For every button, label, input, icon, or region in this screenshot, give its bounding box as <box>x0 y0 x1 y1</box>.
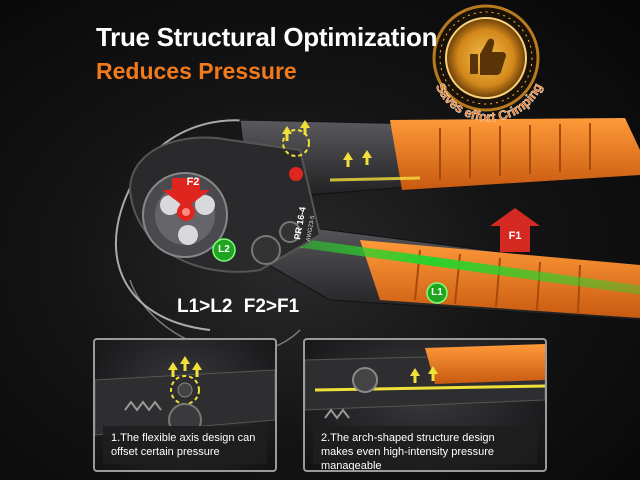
f2-arrow-icon <box>162 178 210 208</box>
force-point-red <box>289 167 303 181</box>
pivot-bolt <box>251 235 281 265</box>
label-f2: F2 <box>186 176 200 188</box>
headline-subtitle: Reduces Pressure <box>96 58 297 84</box>
panel-1-arrows <box>168 356 202 377</box>
panel-1-caption: 1.The flexible axis design can offset ce… <box>103 426 267 464</box>
f1-arrow-icon <box>490 208 540 252</box>
pressure-arrows <box>282 120 372 167</box>
flexible-axis-marker <box>282 129 310 157</box>
badge-text: Saves effort Crimping <box>433 80 546 124</box>
thumbs-up-icon <box>470 38 506 75</box>
l1-marker <box>426 282 448 304</box>
label-l2: L2 <box>218 244 230 255</box>
detail-panel-2: 2.The arch-shaped structure design makes… <box>303 338 547 472</box>
svg-text:Saves effort Crimping: Saves effort Crimping <box>433 81 545 125</box>
detail-panel-1: 1.The flexible axis design can offset ce… <box>93 338 277 472</box>
headline-title: True Structural Optimization <box>96 22 438 52</box>
lever-formula: L1>L2 F2>F1 <box>177 296 300 317</box>
panel-2-arrows <box>410 366 438 383</box>
badge-curved-label: Saves effort Crimping <box>433 80 546 125</box>
svg-text:AWG23-5: AWG23-5 <box>306 215 317 242</box>
l2-marker <box>212 238 236 262</box>
upper-handle-grip <box>390 118 640 190</box>
panel-2-caption: 2.The arch-shaped structure design makes… <box>313 426 537 470</box>
label-l1: L1 <box>431 287 443 298</box>
label-f1: F1 <box>508 230 522 242</box>
